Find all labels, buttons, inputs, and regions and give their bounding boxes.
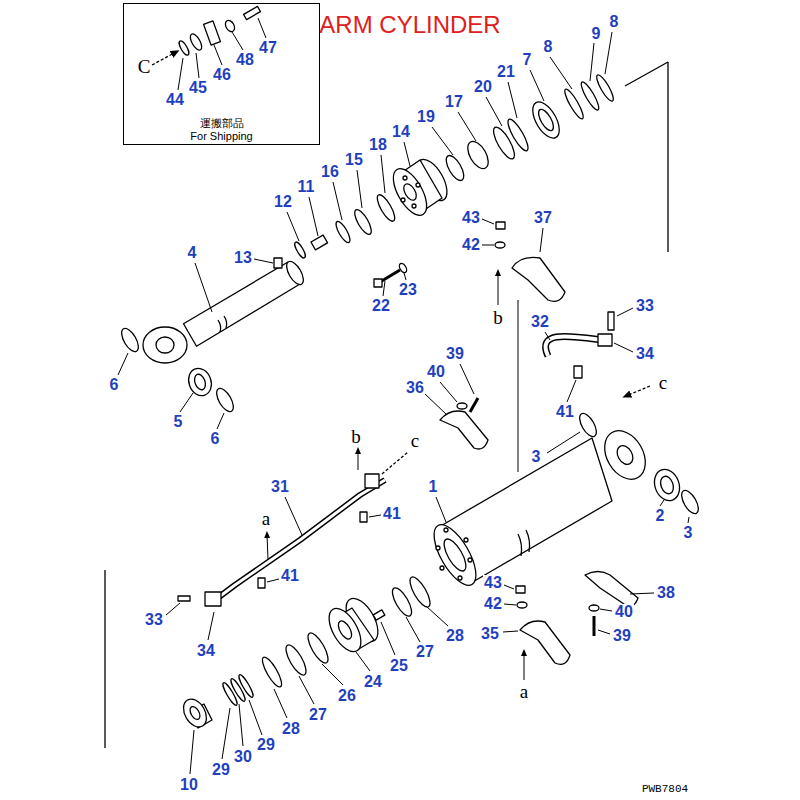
callout-number: 42	[483, 596, 503, 612]
callout-number: 2	[655, 508, 666, 524]
callout-number: 37	[533, 210, 553, 226]
callout-number: 27	[308, 707, 328, 723]
callout-number: 45	[188, 80, 208, 96]
view-letter: a	[261, 509, 271, 528]
callout-number: 13	[233, 250, 253, 266]
callout-number: 14	[391, 124, 411, 140]
callout-number: 41	[555, 404, 575, 420]
callout-number: 36	[405, 380, 425, 396]
callout-number: 8	[543, 39, 554, 55]
callout-number: 15	[344, 152, 364, 168]
callout-number: 33	[144, 612, 164, 628]
callout-number: 35	[480, 626, 500, 642]
callout-number: 21	[496, 64, 516, 80]
callout-number: 3	[683, 525, 694, 541]
callout-number: 41	[280, 568, 300, 584]
callout-number: 46	[212, 67, 232, 83]
callout-number: 10	[179, 777, 199, 793]
callout-number: 43	[483, 575, 503, 591]
callout-number: 28	[281, 721, 301, 737]
view-letter: c	[410, 431, 420, 450]
inset-caption-cjk: 運搬部品	[124, 118, 319, 129]
callout-number: 33	[635, 298, 655, 314]
callout-number: 18	[368, 137, 388, 153]
callout-number: 6	[109, 377, 120, 393]
callout-number: 29	[256, 737, 276, 753]
callout-number: 34	[635, 346, 655, 362]
callout-number: 5	[173, 414, 184, 430]
callout-number: 23	[398, 282, 418, 298]
callout-number: 22	[371, 298, 391, 314]
drawing-code: PWB7804	[641, 784, 689, 795]
callout-number: 8	[609, 14, 620, 30]
callout-number: 38	[656, 585, 676, 601]
callout-number: 30	[233, 749, 253, 765]
view-letter: c	[658, 373, 668, 392]
view-letter: b	[350, 427, 362, 446]
callout-number: 39	[445, 346, 465, 362]
callout-number: 43	[461, 210, 481, 226]
callout-number: 3	[531, 449, 542, 465]
callout-number: 44	[165, 92, 185, 108]
callout-number: 6	[210, 431, 221, 447]
callout-number: 7	[522, 52, 533, 68]
callout-number: 16	[320, 164, 340, 180]
callout-number: 17	[444, 94, 464, 110]
view-letter: b	[492, 308, 504, 327]
callout-number: 34	[196, 643, 216, 659]
callout-number: 20	[473, 79, 493, 95]
callout-number: 40	[614, 604, 634, 620]
callout-number: 42	[461, 237, 481, 253]
callout-number: 29	[211, 762, 231, 778]
callout-number: 31	[270, 479, 290, 495]
callout-number: 39	[612, 628, 632, 644]
view-letter: a	[519, 682, 529, 701]
callout-number: 9	[591, 26, 602, 42]
inset-caption: For Shipping	[124, 131, 319, 142]
diagram-title: ARM CYLINDER	[319, 13, 500, 37]
callout-number: 28	[445, 628, 465, 644]
callout-number: 1	[428, 479, 439, 495]
callout-number: 24	[363, 674, 383, 690]
callout-number: 47	[258, 40, 278, 56]
callout-number: 32	[530, 314, 550, 330]
callout-number: 12	[273, 194, 293, 210]
callout-number: 4	[187, 245, 198, 261]
callout-number: 48	[235, 52, 255, 68]
callout-number: 41	[382, 506, 402, 522]
callout-number: 25	[389, 658, 409, 674]
view-letter: C	[137, 57, 152, 76]
callout-number: 11	[297, 179, 316, 195]
callout-number: 27	[415, 644, 435, 660]
callout-number: 40	[426, 364, 446, 380]
callout-number: 19	[416, 109, 436, 125]
callout-number: 26	[337, 688, 357, 704]
